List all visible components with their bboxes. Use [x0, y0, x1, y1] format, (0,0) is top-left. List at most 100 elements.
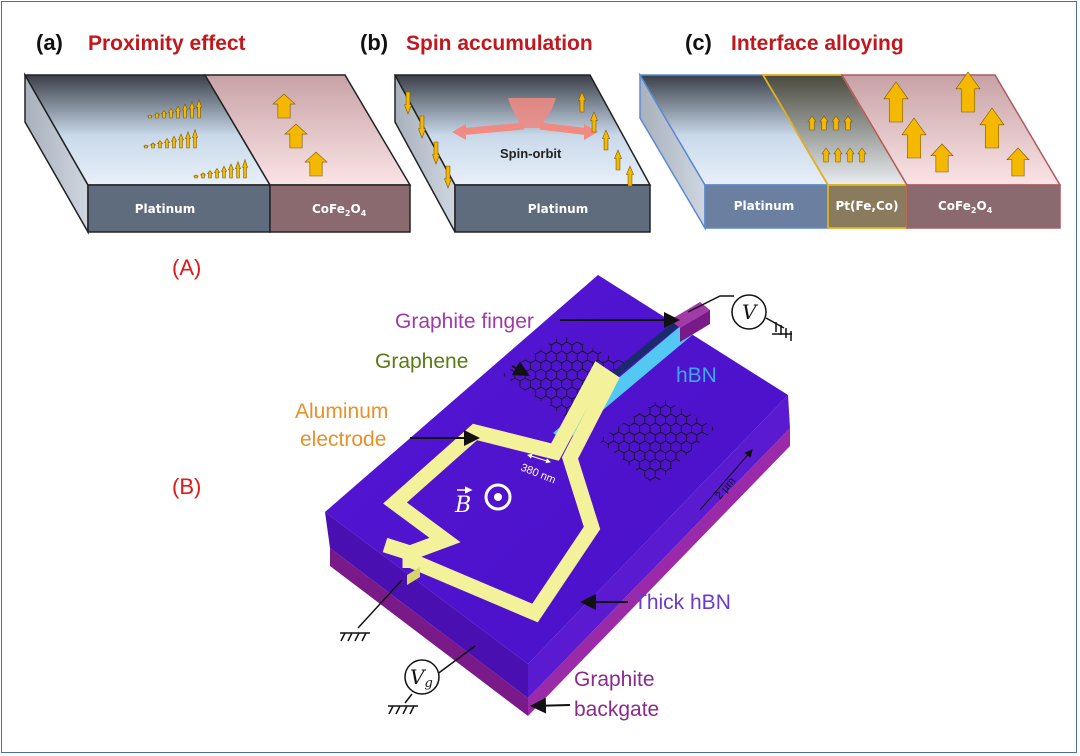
spin-arrow-icon	[213, 167, 221, 179]
spin-arrow-icon	[444, 165, 452, 189]
scale-bar	[699, 449, 753, 511]
panel-b-label: (B)	[172, 474, 201, 499]
spin-arrow-icon	[590, 111, 598, 133]
backgate-left-face	[330, 548, 528, 716]
spin-arrow-icon	[242, 158, 248, 179]
spin-arrow-icon	[845, 147, 855, 163]
spin-arrow-icon	[182, 103, 188, 119]
graphite-finger-channel	[600, 320, 682, 386]
spin-arrows-alloying	[807, 71, 1030, 177]
spin-arrow-icon	[235, 160, 241, 179]
split-arrow-left	[452, 124, 466, 140]
label-electrode: electrode	[300, 428, 386, 451]
alloy-label: Pt(Fe,Co)	[836, 199, 899, 213]
cofe2o4-label: CoFe2O4	[312, 202, 367, 218]
ground-icon-gate	[388, 693, 418, 715]
label-backgate: backgate	[574, 698, 659, 721]
spin-arrow-icon	[883, 81, 909, 123]
subpanel-spin-accumulation: (b) Spin accumulation Platinum Spin-orbi…	[360, 30, 652, 233]
spin-arrow-icon	[189, 100, 195, 119]
thick-hbn-left-face	[325, 512, 528, 698]
gate-wire	[435, 645, 476, 676]
spin-arrow-icon	[821, 147, 831, 163]
backgate-front-face	[528, 428, 790, 716]
split-arrow-right	[584, 124, 598, 140]
spin-arrow-icon	[221, 165, 227, 179]
platinum-b-front-face	[454, 184, 651, 233]
spin-arrow-icon	[807, 115, 817, 131]
spin-arrow-icon	[418, 115, 426, 139]
subpanel-b-letter: (b)	[360, 30, 388, 55]
aluminum-electrode-loop	[382, 361, 620, 623]
alloy-front-face	[827, 184, 908, 229]
spin-orbit-split	[457, 122, 591, 136]
field-dot	[494, 493, 502, 501]
field-b-symbol: B	[454, 493, 471, 518]
ground-wire-left	[357, 579, 403, 629]
spin-arrow-icon	[857, 147, 867, 163]
label-hbn: hBN	[676, 364, 717, 387]
spin-arrow-icon	[192, 128, 198, 149]
spin-arrow-icon	[175, 105, 181, 119]
spin-arrow-icon	[432, 141, 440, 165]
label-aluminum: Aluminum	[295, 400, 388, 423]
platinum-front-face	[87, 184, 271, 233]
spin-arrow-icon	[930, 143, 954, 173]
spin-arrow-icon	[843, 115, 853, 131]
spin-arrow-icon	[171, 135, 177, 149]
ground-icon-left	[340, 632, 370, 642]
spin-arrow-icon	[614, 149, 622, 171]
spin-arrow-icon	[272, 93, 296, 119]
subpanel-c-title: Interface alloying	[731, 32, 904, 55]
panel-a: (a) Proximity effect Platinum CoFe2O4 (b…	[23, 30, 1062, 280]
cofe2o4-c-label: CoFe2O4	[938, 199, 993, 215]
spin-arrows-proximity	[143, 93, 328, 179]
spin-arrow-icon	[167, 107, 175, 119]
label-graphite: Graphite	[574, 668, 655, 691]
spin-arrow-icon	[228, 163, 234, 179]
pointer-graphene	[511, 361, 530, 376]
gate-meter-symbol: Vg	[410, 665, 433, 691]
voltmeter-symbol: V	[742, 300, 759, 324]
spin-arrow-icon	[185, 130, 191, 149]
label-thick-hbn: Thick hBN	[634, 591, 731, 614]
subpanel-c-letter: (c)	[685, 30, 712, 55]
spin-arrow-icon	[156, 140, 164, 149]
pointer-backgate	[530, 697, 571, 714]
label-graphite-finger: Graphite finger	[395, 310, 534, 333]
spin-orbit-label: Spin-orbit	[500, 146, 562, 161]
spin-arrow-icon	[578, 91, 586, 113]
gate-meter-icon	[404, 659, 440, 695]
spin-arrow-icon	[304, 151, 328, 177]
spin-arrow-icon	[979, 107, 1005, 149]
graphene-sheet-upper	[502, 335, 630, 420]
spin-arrow-icon	[149, 142, 157, 149]
spin-arrow-icon	[1006, 147, 1030, 177]
spin-arrow-icon	[831, 115, 841, 131]
ground-icon-top	[765, 317, 792, 341]
spin-arrow-icon	[819, 115, 829, 131]
field-out-of-plane-icon	[484, 483, 512, 511]
spin-arrow-icon	[284, 123, 308, 149]
cofe2o4-front-face	[269, 184, 411, 233]
graphite-finger-front	[680, 310, 710, 342]
subpanel-a-title: Proximity effect	[88, 32, 246, 55]
panel-a-label: (A)	[172, 255, 201, 280]
subpanel-proximity-effect: (a) Proximity effect Platinum CoFe2O4	[23, 30, 412, 235]
current-flow	[508, 98, 556, 128]
voltmeter-icon	[731, 294, 767, 330]
cofe2o4-c-front-face	[906, 184, 1061, 229]
graphite-finger-top	[670, 302, 710, 328]
graphene-sheet-lower	[598, 398, 715, 485]
spin-arrow-icon	[199, 172, 207, 179]
spin-arrow-icon	[147, 114, 153, 119]
thick-hbn-front-face	[528, 395, 790, 698]
spin-arrow-icon	[143, 144, 149, 149]
spin-arrow-icon	[178, 133, 184, 149]
platinum-label: Platinum	[135, 202, 195, 216]
spin-arrow-icon	[160, 110, 168, 119]
spin-arrow-icon	[193, 174, 199, 179]
spin-arrow-icon	[602, 129, 610, 151]
